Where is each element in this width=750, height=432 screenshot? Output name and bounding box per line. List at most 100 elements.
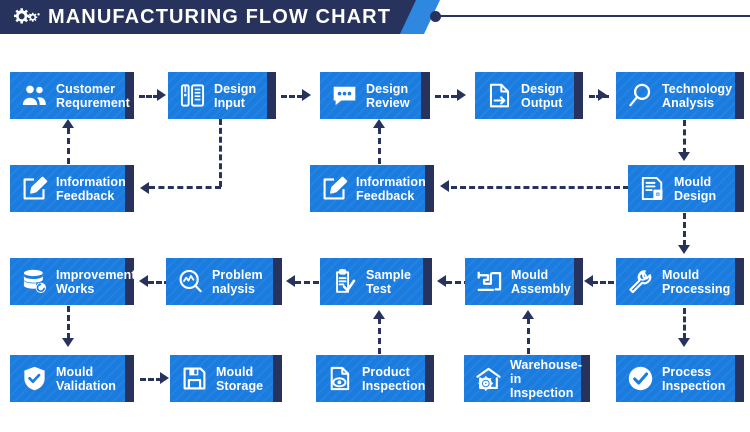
node-label-line2: Feedback xyxy=(56,188,115,203)
arrowhead-right xyxy=(598,89,607,101)
clipboard-check-icon xyxy=(329,267,359,297)
edge-sample-test-to-problem xyxy=(295,281,319,284)
check-circle-icon xyxy=(625,364,655,394)
arrowhead-up xyxy=(522,310,534,319)
node-label-line2: Requrement xyxy=(56,95,130,110)
ruler-pencil-icon xyxy=(177,81,207,111)
chat-bubble-icon xyxy=(329,81,359,111)
edge-validation-to-storage xyxy=(140,378,162,381)
mould-press-icon xyxy=(474,267,504,297)
edge-design-input-to-feedback1 xyxy=(149,186,221,189)
header-bar-shape xyxy=(0,0,424,34)
node-label-line1: Design xyxy=(214,81,257,96)
header-line-dot xyxy=(430,11,441,22)
edge-feedback1-to-customer xyxy=(67,128,70,164)
node-label-line1: Sample xyxy=(366,267,412,282)
arrowhead-down xyxy=(678,245,690,254)
arrowhead-left xyxy=(584,275,593,287)
arrowhead-up xyxy=(373,310,385,319)
node-label-line1: Technology xyxy=(662,81,733,96)
database-sync-icon xyxy=(19,267,49,297)
node-label-line1: Mould xyxy=(662,267,700,282)
node-label-line2: Processing xyxy=(662,281,731,296)
node-label-line2: Output xyxy=(521,95,563,110)
edge-warehouse-to-mould-assembly xyxy=(527,318,530,354)
node-label-line2: Assembly xyxy=(511,281,571,296)
document-chip-icon xyxy=(637,174,667,204)
edge-feedback2-to-design-review xyxy=(378,128,381,164)
node-label-line2: Test xyxy=(366,281,392,296)
page-title: MANUFACTURING FLOW CHART xyxy=(48,6,392,28)
node-label-line2: Review xyxy=(366,95,410,110)
arrowhead-left xyxy=(140,182,149,194)
arrowhead-right xyxy=(302,89,311,101)
node-label-line1: Information xyxy=(56,174,126,189)
edge-processing-to-assembly xyxy=(592,281,614,284)
arrowhead-left xyxy=(440,180,449,192)
node-label-line1: Mould xyxy=(56,364,94,379)
wrench-gear-icon xyxy=(625,267,655,297)
arrowhead-left xyxy=(437,275,446,287)
node-label-line2: nalysis xyxy=(212,281,256,296)
node-label-line1: Product xyxy=(362,364,410,379)
arrowhead-up xyxy=(62,119,74,128)
edge-mould-design-to-processing xyxy=(683,213,686,246)
edge-design-input-down xyxy=(219,119,222,187)
doc-eye-icon xyxy=(325,364,355,394)
arrowhead-down xyxy=(678,338,690,347)
node-label-line2: Feedback xyxy=(356,188,415,203)
page-header: MANUFACTURING FLOW CHART xyxy=(0,0,750,34)
edit-square-icon xyxy=(319,174,349,204)
arrowhead-left xyxy=(139,275,148,287)
node-label-line2: Validation xyxy=(56,378,117,393)
arrowhead-down xyxy=(678,152,690,161)
edge-technology-to-mould-design xyxy=(683,120,686,154)
floppy-disk-icon xyxy=(179,364,209,394)
users-icon xyxy=(19,81,49,111)
edge-mould-design-to-feedback2 xyxy=(451,186,629,189)
shield-check-icon xyxy=(19,364,49,394)
node-label-line2: Works xyxy=(56,281,95,296)
edge-assembly-to-sample-test xyxy=(446,281,470,284)
node-label-line1: Design xyxy=(366,81,409,96)
arrowhead-down xyxy=(62,338,74,347)
node-label-line1: Customer xyxy=(56,81,116,96)
edge-problem-to-improvement xyxy=(148,281,170,284)
node-label-line2: Inspection xyxy=(510,385,574,400)
node-label-line2: Input xyxy=(214,95,246,110)
chart-search-icon xyxy=(175,267,205,297)
node-label-line1: Problem xyxy=(212,267,263,282)
